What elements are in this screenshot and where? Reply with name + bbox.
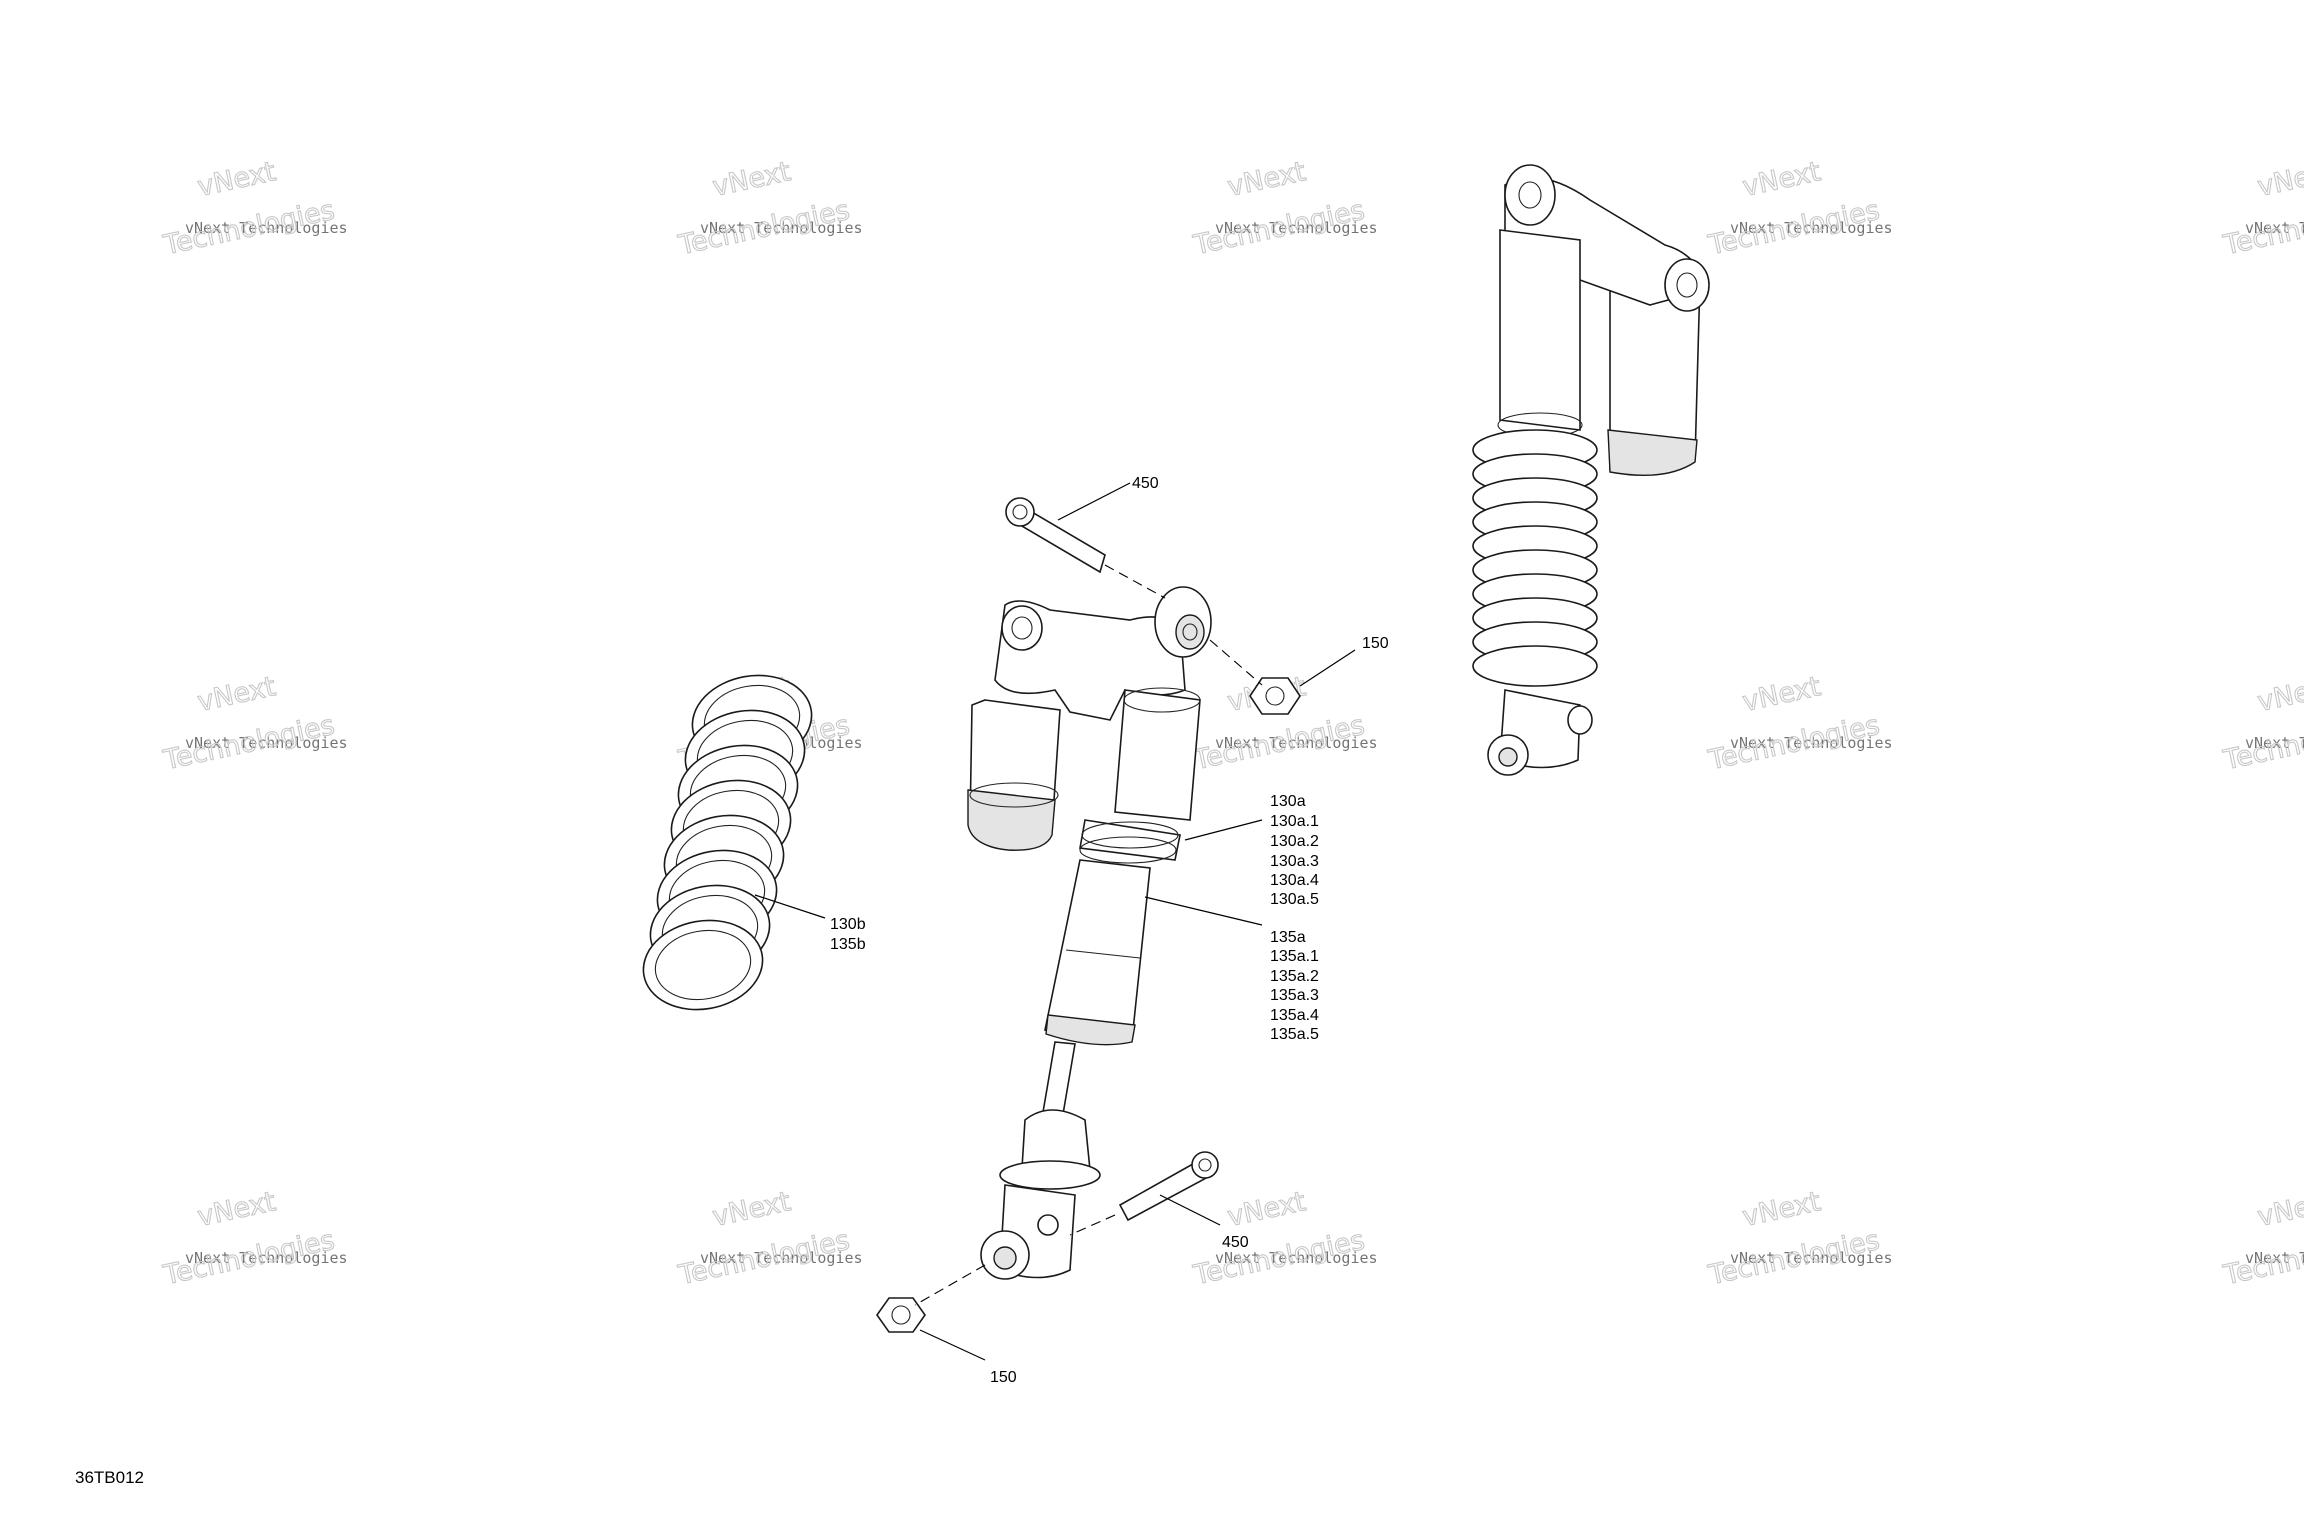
watermark-top: vNext (2255, 1186, 2304, 1233)
watermark-sub: Technologies (1190, 195, 1367, 262)
watermark-top: vNext (1225, 1186, 1309, 1233)
callout-shock-upper-4: 130a.4 (1270, 872, 1319, 889)
callout-shock-upper-5: 130a.5 (1270, 891, 1319, 908)
watermark-text: vNext Technologies (185, 219, 348, 237)
assembled-spring-coil (1472, 645, 1598, 687)
callout-labels: 450 150 130b 135b 130a 130a.1 130a.2 130… (830, 475, 1389, 1386)
assembled-shock-part[interactable] (1472, 164, 1710, 776)
callout-bolt-bottom: 450 (1222, 1234, 1249, 1251)
watermark-sub: Technologies (1705, 710, 1882, 777)
callout-shock-upper-2: 130a.2 (1270, 833, 1319, 850)
shock-absorber-part[interactable] (967, 586, 1212, 1280)
spring-coil-inner (654, 929, 752, 1001)
callout-spring-1: 135b (830, 936, 866, 953)
watermark-text: vNext Technologies (1730, 1249, 1893, 1267)
watermark-sub: Technologies (160, 1225, 337, 1292)
watermark-sub: Technologies (675, 1225, 852, 1292)
watermark-top: vNext (1740, 1186, 1824, 1233)
callout-spring-0: 130b (830, 916, 866, 933)
coil-spring-part[interactable] (636, 666, 818, 1019)
callout-shock-upper-3: 130a.3 (1270, 853, 1319, 870)
nut-bottom-part[interactable] (876, 1297, 926, 1333)
assembly-axis-lines (914, 564, 1263, 1306)
callout-leaders (754, 482, 1356, 1361)
callout-shock-lower-4: 135a.4 (1270, 1007, 1319, 1024)
watermark-top: vNext (2255, 156, 2304, 203)
watermark-text: vNext Technologies (700, 219, 863, 237)
watermark-top: vNext (195, 1186, 279, 1233)
callout-shock-upper-1: 130a.1 (1270, 813, 1319, 830)
nut-top-part[interactable] (1249, 677, 1301, 715)
watermark-sub: Technologies (2220, 710, 2304, 777)
watermark-text: vNext Technologies (700, 1249, 863, 1267)
watermark-sub: Technologies (675, 195, 852, 262)
watermark-text: vNext Technologies (1215, 1249, 1378, 1267)
spring-coil (642, 919, 764, 1011)
watermark-text: vNext Technologies (2245, 734, 2304, 752)
watermark-top: vNext (1740, 671, 1824, 718)
watermark-top: vNext (1740, 156, 1824, 203)
watermark-top: vNext (1225, 156, 1309, 203)
diagram-code: 36TB012 (75, 1468, 144, 1487)
watermark-text: vNext Technologies (2245, 219, 2304, 237)
watermark-sub: Technologies (1190, 1225, 1367, 1292)
watermark-text: vNext Technologies (1730, 734, 1893, 752)
watermark-text: vNext Technologies (185, 1249, 348, 1267)
watermark-top: vNext (710, 156, 794, 203)
callout-shock-upper-0: 130a (1270, 793, 1306, 810)
watermark-sub: Technologies (160, 195, 337, 262)
callout-shock-lower-3: 135a.3 (1270, 987, 1319, 1004)
callout-shock-lower-0: 135a (1270, 929, 1306, 946)
watermark-text: vNext Technologies (2245, 1249, 2304, 1267)
watermark-sub: Technologies (160, 710, 337, 777)
watermark-top: vNext (2255, 671, 2304, 718)
watermark-text: vNext Technologies (185, 734, 348, 752)
callout-shock-lower-5: 135a.5 (1270, 1026, 1319, 1043)
bolt-top-part[interactable] (1005, 497, 1106, 574)
callout-bolt-top: 450 (1132, 475, 1159, 492)
callout-nut-top: 150 (1362, 635, 1389, 652)
watermark-text: vNext Technologies (1730, 219, 1893, 237)
watermark-sub: Technologies (2220, 1225, 2304, 1292)
watermark-sub: Technologies (1705, 195, 1882, 262)
watermark-sub: Technologies (2220, 195, 2304, 262)
callout-nut-bottom: 150 (990, 1369, 1017, 1386)
watermark-text: vNext Technologies (1215, 734, 1378, 752)
bolt-bottom-part[interactable] (1118, 1151, 1219, 1222)
watermark-text: vNext Technologies (1215, 219, 1378, 237)
watermark-sub: Technologies (1705, 1225, 1882, 1292)
watermark-top: vNext (710, 1186, 794, 1233)
watermark-top: vNext (195, 156, 279, 203)
watermark-sub: Technologies (1190, 710, 1367, 777)
callout-shock-lower-2: 135a.2 (1270, 968, 1319, 985)
callout-shock-lower-1: 135a.1 (1270, 948, 1319, 965)
watermark-top: vNext (195, 671, 279, 718)
